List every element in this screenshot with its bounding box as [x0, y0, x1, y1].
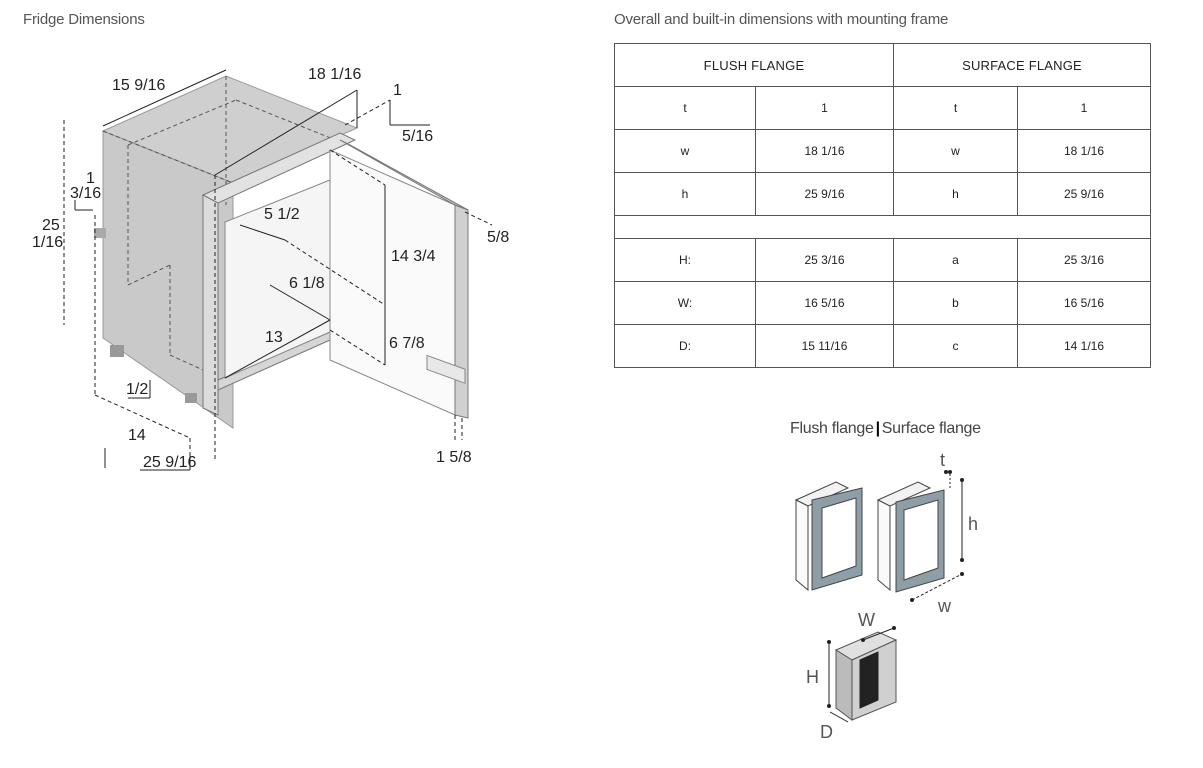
label-D: D [820, 722, 833, 742]
dim-1-2: 1/2 [126, 381, 148, 398]
table-cell: 25 3/16 [1017, 238, 1151, 282]
dim-5-16: 5/16 [402, 128, 433, 145]
dim-6-1-8: 6 1/8 [289, 275, 325, 292]
caption-flush: Flush flange [790, 420, 874, 437]
table-cell: t [893, 86, 1018, 130]
dim-25-9-16: 25 9/16 [143, 454, 196, 471]
door-handle [426, 354, 466, 384]
table-spacer-cell [614, 215, 1151, 239]
table-cell: 14 1/16 [1017, 324, 1151, 368]
fridge-dimensions-heading: Fridge Dimensions [23, 11, 145, 28]
table-cell: D: [614, 324, 756, 368]
fridge-bracket [94, 228, 106, 238]
overall-dimensions-heading: Overall and built-in dimensions with mou… [614, 11, 949, 28]
table-cell: h [614, 172, 756, 216]
table-cell: w [893, 129, 1018, 173]
table-cell: 25 3/16 [755, 238, 894, 282]
label-t: t [940, 450, 945, 470]
dim-5-1-2: 5 1/2 [264, 206, 300, 223]
dimension-lines [63, 69, 493, 471]
dimensions-table: FLUSH FLANGE SURFACE FLANGE t 1 t 1 w 18… [614, 43, 1151, 368]
table-cell: 25 9/16 [755, 172, 894, 216]
table-cell: 1 [1017, 86, 1151, 130]
table-cell: 25 9/16 [1017, 172, 1151, 216]
frame-left-post [202, 194, 219, 416]
table-cell: t [614, 86, 756, 130]
dim-18-1-16: 18 1/16 [308, 66, 361, 83]
cutout-dim-lines [828, 627, 895, 723]
dim-13: 13 [265, 329, 283, 346]
dim-1-top: 1 [393, 82, 402, 99]
flush-flange-header: FLUSH FLANGE [614, 43, 894, 87]
table-header-row: FLUSH FLANGE SURFACE FLANGE [614, 43, 1151, 87]
table-row: w 18 1/16 w 18 1/16 [614, 129, 1151, 173]
dim-1-16: 1/16 [32, 234, 63, 251]
label-H: H [806, 667, 819, 687]
dim-25: 25 [42, 217, 60, 234]
table-cell: 1 [755, 86, 894, 130]
table-spacer-row [614, 215, 1151, 239]
table-cell: 18 1/16 [1017, 129, 1151, 173]
fridge-foot-right [185, 393, 197, 403]
table-cell: H: [614, 238, 756, 282]
dim-14: 14 [128, 427, 146, 444]
dim-1-side: 1 [86, 170, 95, 187]
table-cell: c [893, 324, 1018, 368]
table-cell: W: [614, 281, 756, 325]
caption-separator: | [875, 420, 880, 437]
table-cell: w [614, 129, 756, 173]
dim-1-5-8: 1 5/8 [436, 449, 472, 466]
cutout-box [834, 631, 898, 721]
dim-15-9-16: 15 9/16 [112, 77, 165, 94]
label-W: W [858, 610, 875, 630]
surface-flange-box [876, 481, 945, 593]
table-cell: 15 11/16 [755, 324, 894, 368]
fridge-foot-left [110, 345, 124, 357]
dim-6-7-8: 6 7/8 [389, 335, 425, 352]
table-row: D: 15 11/16 c 14 1/16 [614, 324, 1151, 368]
flush-flange-box [794, 481, 863, 592]
table-cell: h [893, 172, 1018, 216]
label-w: w [937, 596, 952, 616]
caption-surface: Surface flange [881, 420, 981, 437]
table-row: H: 25 3/16 a 25 3/16 [614, 238, 1151, 282]
table-cell: 16 5/16 [755, 281, 894, 325]
surface-flange-header: SURFACE FLANGE [893, 43, 1151, 87]
dim-3-16-side: 3/16 [70, 185, 101, 202]
dim-5-8: 5/8 [487, 229, 509, 246]
fridge-door [329, 149, 456, 416]
table-row: h 25 9/16 h 25 9/16 [614, 172, 1151, 216]
door-edge-side [454, 204, 469, 419]
label-h: h [968, 514, 978, 534]
fridge-diagram: 15 9/16 18 1/16 1 5/16 1 3/16 25 1/16 5 … [32, 66, 509, 471]
table-cell: b [893, 281, 1018, 325]
dim-14-3-4: 14 3/4 [391, 248, 436, 265]
table-cell: a [893, 238, 1018, 282]
table-row: t 1 t 1 [614, 86, 1151, 130]
flange-caption: Flush flange|Surface flange [790, 420, 981, 438]
table-cell: 18 1/16 [755, 129, 894, 173]
table-cell: 16 5/16 [1017, 281, 1151, 325]
flange-diagrams: t h w W H D [794, 450, 978, 742]
table-row: W: 16 5/16 b 16 5/16 [614, 281, 1151, 325]
